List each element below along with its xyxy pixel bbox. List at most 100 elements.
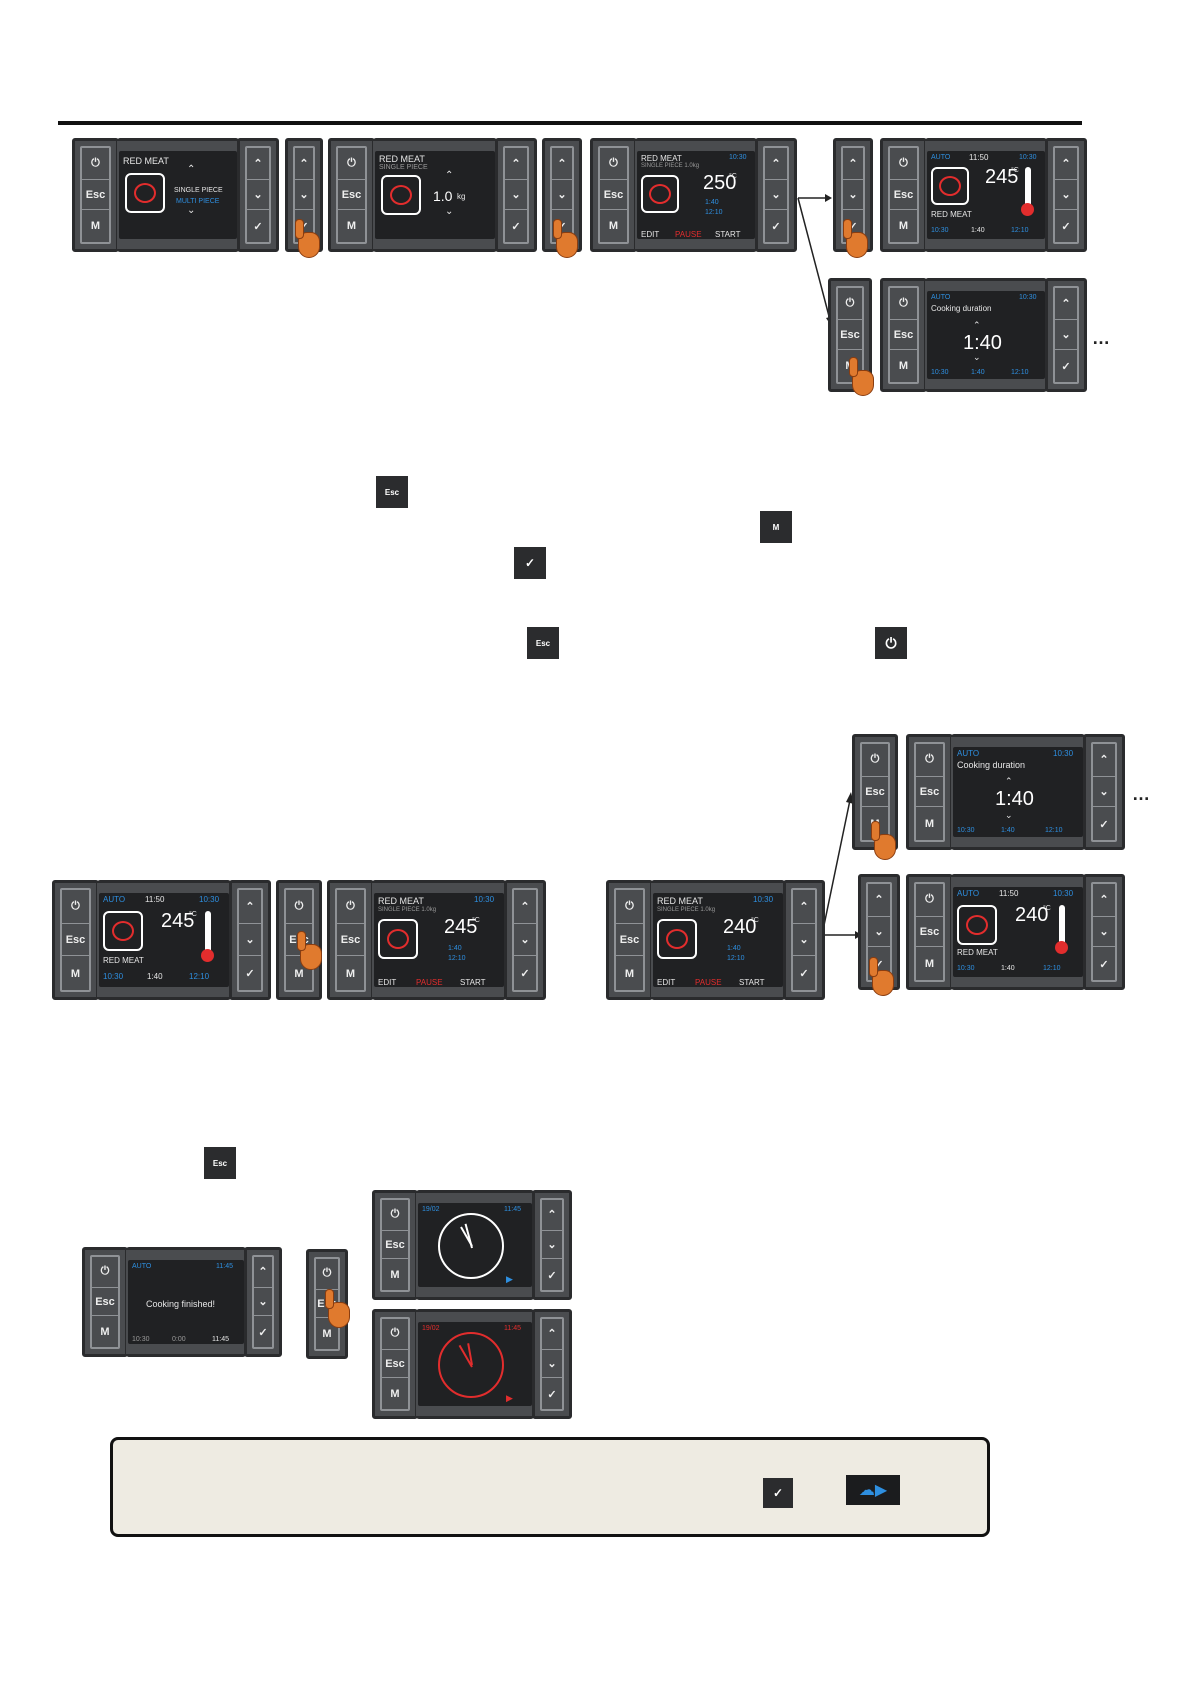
chef-play-icon[interactable]: ▶ — [506, 1394, 513, 1403]
up-button[interactable]: ⌃ — [1093, 884, 1115, 916]
esc-button[interactable]: Esc — [382, 1349, 408, 1379]
down-button[interactable]: ⌄ — [1055, 179, 1077, 210]
esc-button[interactable]: Esc — [337, 923, 364, 956]
right-button-column: ⌃⌄✓ — [1045, 278, 1087, 392]
ok-button[interactable]: ✓ — [1055, 351, 1077, 382]
m-button[interactable]: M — [916, 808, 943, 840]
power-button[interactable]: ⏻ — [916, 884, 943, 916]
down-button[interactable]: ⌄ — [239, 923, 261, 956]
up-button[interactable]: ⌃ — [868, 884, 890, 916]
esc-button[interactable]: Esc — [382, 1230, 408, 1260]
up-button[interactable]: ⌃ — [542, 1200, 562, 1230]
thermometer-icon — [205, 911, 211, 953]
esc-button[interactable]: Esc — [890, 319, 917, 350]
thermometer-icon — [1059, 905, 1065, 945]
power-button[interactable]: ⏻ — [890, 148, 917, 179]
up-button[interactable]: ⌃ — [1055, 148, 1077, 179]
auto-label: AUTO — [957, 890, 979, 898]
up-button[interactable]: ⌃ — [843, 148, 863, 179]
power-button[interactable]: ⏻ — [337, 890, 364, 923]
m-button[interactable]: M — [916, 948, 943, 980]
esc-button[interactable]: Esc — [62, 923, 89, 956]
down-button[interactable]: ⌄ — [514, 923, 536, 956]
display-frame: AUTO 10:30 Cooking duration ⌃ 1:40 ⌄ 10:… — [925, 278, 1047, 392]
m-button[interactable]: M — [337, 957, 364, 990]
ok-button[interactable]: ✓ — [793, 957, 815, 990]
display-frame: AUTO 11:50 10:30 240 °C RED MEAT 10:30 1… — [951, 874, 1085, 990]
ok-button[interactable]: ✓ — [1055, 211, 1077, 242]
down-button[interactable]: ⌄ — [1055, 319, 1077, 350]
chef-play-icon[interactable]: ▶ — [506, 1275, 513, 1284]
duration-value: 1:40 — [147, 973, 163, 981]
clock-time: 10:30 — [199, 896, 219, 904]
clock-time: 10:30 — [753, 896, 773, 904]
up-button[interactable]: ⌃ — [1055, 288, 1077, 319]
ok-button[interactable]: ✓ — [1093, 808, 1115, 840]
up-button[interactable]: ⌃ — [239, 890, 261, 923]
ok-button[interactable]: ✓ — [514, 957, 536, 990]
edit-softkey[interactable]: EDIT — [378, 979, 396, 987]
start-softkey[interactable]: START — [460, 979, 485, 987]
up-button[interactable]: ⌃ — [542, 1319, 562, 1349]
esc-button[interactable]: Esc — [862, 776, 888, 808]
power-button[interactable]: ⏻ — [286, 890, 312, 923]
ok-button[interactable]: ✓ — [254, 1317, 272, 1347]
esc-button[interactable]: Esc — [916, 916, 943, 948]
down-button[interactable]: ⌄ — [542, 1349, 562, 1379]
right-button-column: ⌃⌄✓ — [1083, 734, 1125, 850]
pause-softkey[interactable]: PAUSE — [416, 979, 443, 987]
m-button[interactable]: M — [890, 211, 917, 242]
display-frame: RED MEAT 10:30 SINGLE PIECE 1.0kg 245 °C… — [372, 880, 506, 1000]
m-button[interactable]: M — [890, 351, 917, 382]
edit-softkey[interactable]: EDIT — [657, 979, 675, 987]
up-button[interactable]: ⌃ — [1093, 744, 1115, 776]
power-button[interactable]: ⏻ — [62, 890, 89, 923]
power-button[interactable]: ⏻ — [316, 1259, 338, 1289]
m-button[interactable]: M — [382, 1379, 408, 1409]
end-time-value: 12:10 — [1011, 227, 1029, 234]
power-button[interactable]: ⏻ — [382, 1200, 408, 1230]
esc-button[interactable]: Esc — [92, 1287, 118, 1317]
down-button[interactable]: ⌄ — [1093, 916, 1115, 948]
ok-button[interactable]: ✓ — [239, 957, 261, 990]
right-button-column: ⌃⌄✓ — [532, 1309, 572, 1419]
power-button[interactable]: ⏻ — [382, 1319, 408, 1349]
down-button[interactable]: ⌄ — [868, 916, 890, 948]
m-button[interactable]: M — [382, 1260, 408, 1290]
ok-button[interactable]: ✓ — [1093, 948, 1115, 980]
up-button[interactable]: ⌃ — [254, 1257, 272, 1287]
down-button[interactable]: ⌄ — [542, 1230, 562, 1260]
display-frame: AUTO 11:45 Cooking finished! 10:30 0:00 … — [126, 1247, 246, 1357]
down-button[interactable]: ⌄ — [793, 923, 815, 956]
m-button[interactable]: M — [92, 1317, 118, 1347]
clock-time: 11:45 — [216, 1263, 233, 1270]
piece-weight-label: SINGLE PIECE 1.0kg — [657, 907, 715, 913]
power-button[interactable]: ⏻ — [890, 288, 917, 319]
degree-unit: °C — [189, 911, 197, 918]
m-button[interactable]: M — [62, 957, 89, 990]
power-button[interactable]: ⏻ — [916, 744, 943, 776]
esc-button[interactable]: Esc — [838, 319, 862, 350]
piece-weight-label: SINGLE PIECE 1.0kg — [378, 907, 436, 913]
up-button[interactable]: ⌃ — [514, 890, 536, 923]
esc-button[interactable]: Esc — [916, 776, 943, 808]
meat-icon — [112, 921, 134, 941]
power-button[interactable]: ⏻ — [862, 744, 888, 776]
left-button-column: ⏻EscM — [906, 734, 953, 850]
power-button[interactable]: ⏻ — [838, 288, 862, 319]
up-button[interactable]: ⌃ — [793, 890, 815, 923]
ok-button[interactable]: ✓ — [542, 1379, 562, 1409]
down-arrow: ⌄ — [1005, 811, 1013, 820]
m-button[interactable]: M — [616, 957, 643, 990]
esc-button[interactable]: Esc — [890, 179, 917, 210]
down-button[interactable]: ⌄ — [254, 1287, 272, 1317]
ok-button[interactable]: ✓ — [542, 1260, 562, 1290]
pause-softkey[interactable]: PAUSE — [695, 979, 722, 987]
power-button[interactable]: ⏻ — [92, 1257, 118, 1287]
start-softkey[interactable]: START — [739, 979, 764, 987]
esc-button[interactable]: Esc — [616, 923, 643, 956]
down-button[interactable]: ⌄ — [1093, 776, 1115, 808]
power-button[interactable]: ⏻ — [616, 890, 643, 923]
down-button[interactable]: ⌄ — [843, 179, 863, 210]
display-screen: RED MEAT 10:30 SINGLE PIECE 1.0kg 240 °C… — [653, 893, 783, 987]
